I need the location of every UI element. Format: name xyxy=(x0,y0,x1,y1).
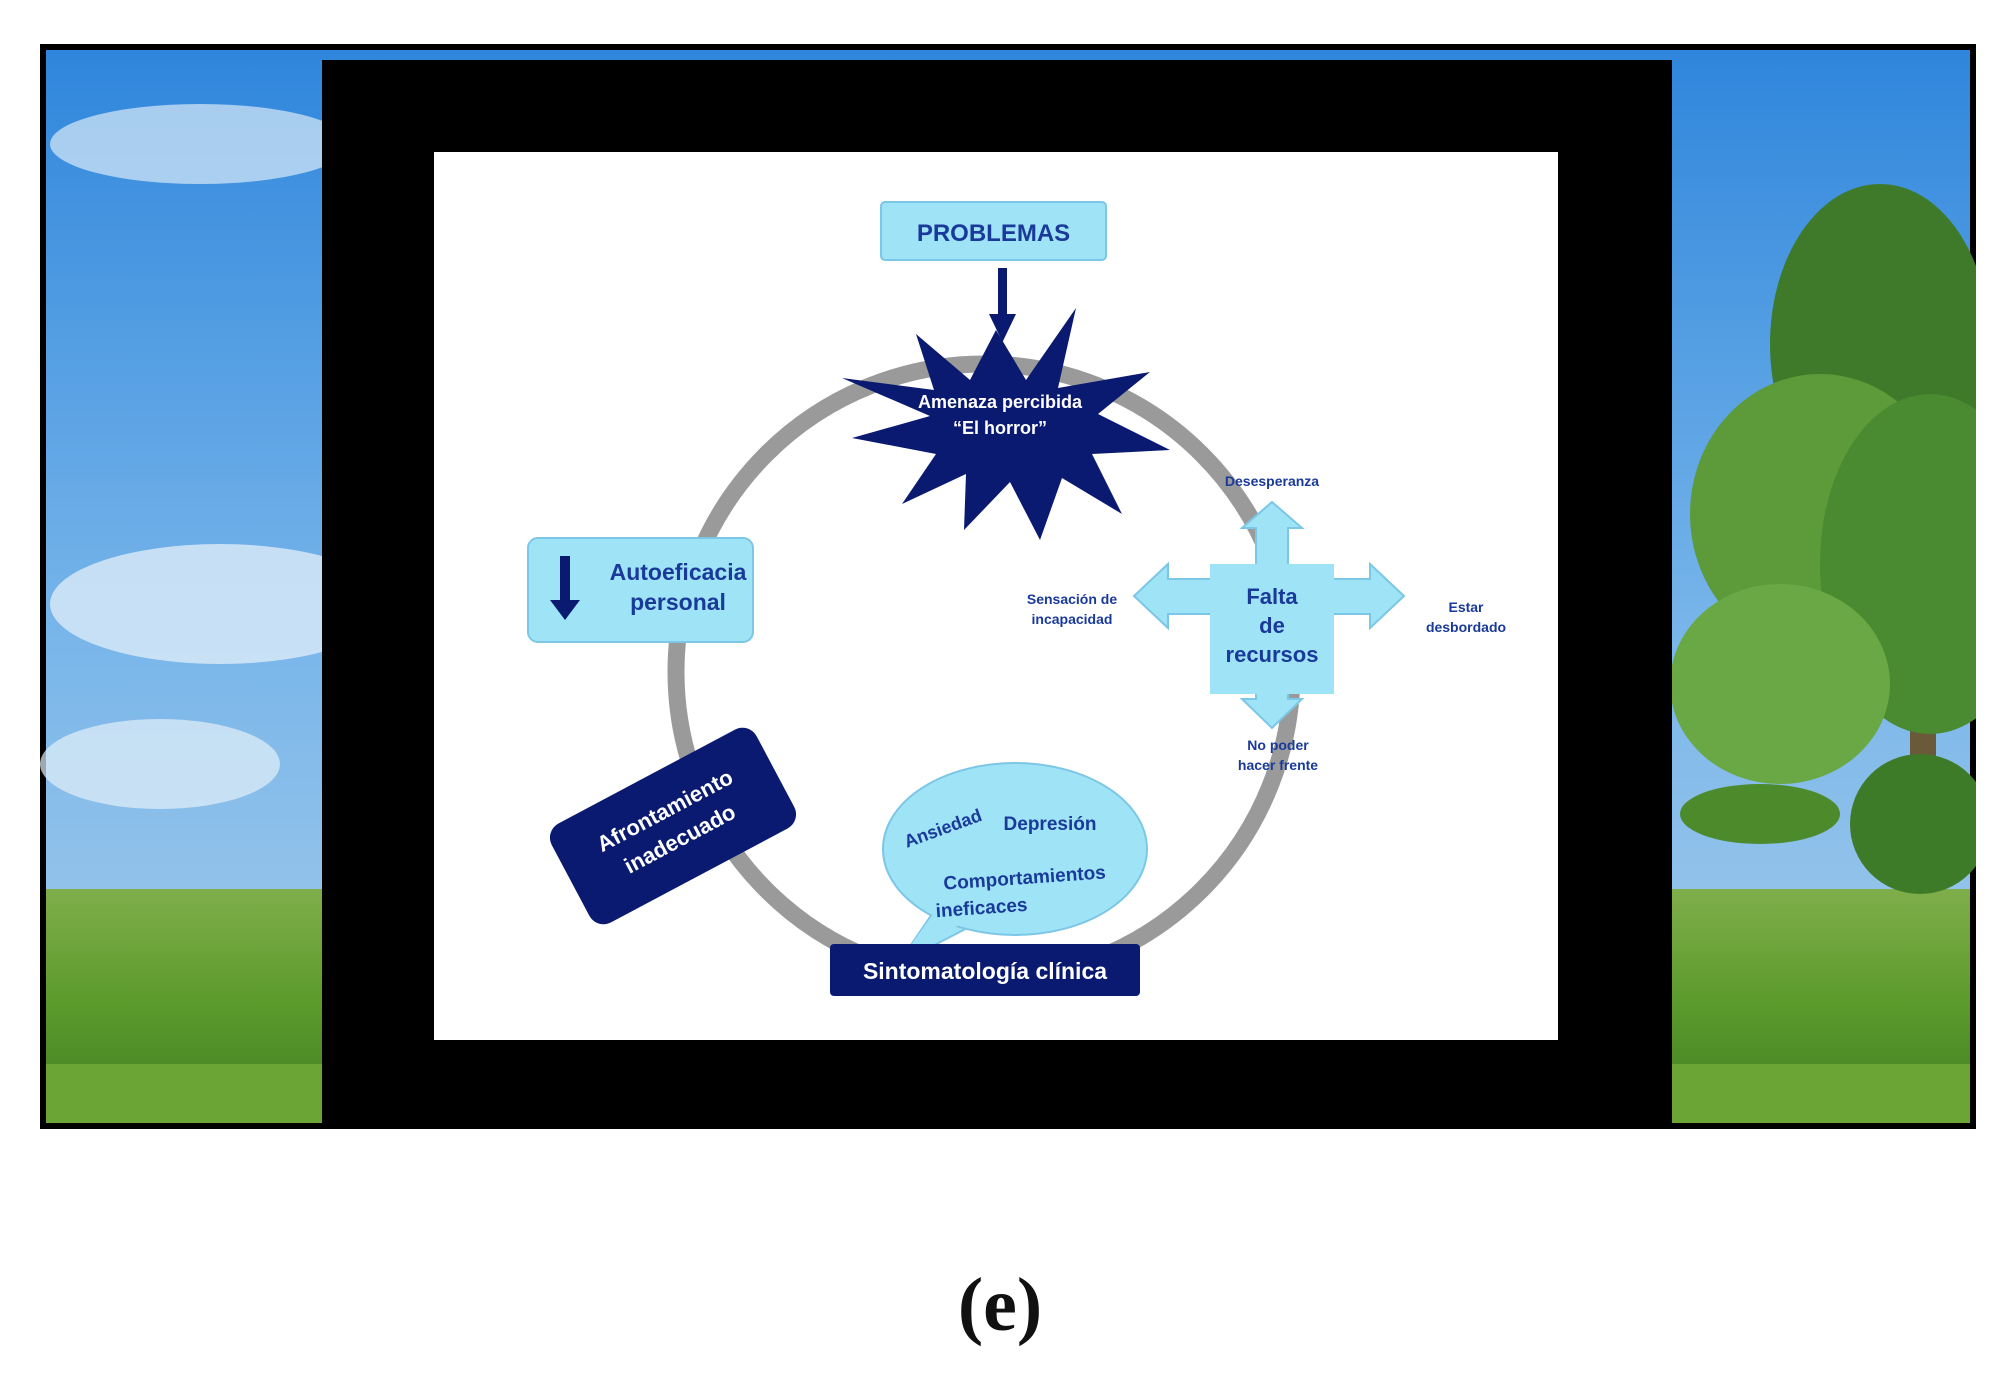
tree-illustration xyxy=(1670,184,1976,894)
label-overwhelmed-line1: Estar xyxy=(1448,599,1484,615)
down-arrow-icon xyxy=(550,556,580,620)
self-efficacy-line2: personal xyxy=(630,589,726,615)
label-incapacity-line2: incapacidad xyxy=(1032,611,1113,627)
bubble-depression: Depresión xyxy=(1004,814,1097,835)
problems-box: PROBLEMAS xyxy=(880,201,1107,261)
resources-line1: Falta xyxy=(1246,584,1298,609)
label-cannot-cope-line1: No poder xyxy=(1247,737,1309,753)
symptoms-label: Sintomatología clínica xyxy=(863,958,1107,984)
label-cannot-cope-line2: hacer frente xyxy=(1238,757,1318,773)
threat-starburst: Amenaza percibida “El horror” xyxy=(842,308,1170,540)
figure-caption: (e) xyxy=(957,1263,1043,1347)
symptoms-bubble: Ansiedad Depresión Comportamientos inefi… xyxy=(882,762,1148,965)
resources-line2: de xyxy=(1259,613,1285,638)
label-overwhelmed-line2: desbordado xyxy=(1426,619,1506,635)
resources-line3: recursos xyxy=(1226,642,1319,667)
threat-line1: Amenaza percibida xyxy=(918,392,1083,412)
symptoms-box: Sintomatología clínica xyxy=(830,944,1140,996)
video-frame: PROBLEMAS Amenaza percibida “El horror” … xyxy=(40,44,1976,1129)
label-incapacity-line1: Sensación de xyxy=(1027,591,1117,607)
resources-cross: Falta de recursos xyxy=(1132,500,1406,730)
down-arrow-icon xyxy=(989,268,1016,342)
self-efficacy-line1: Autoeficacia xyxy=(610,559,747,585)
threat-line2: “El horror” xyxy=(953,418,1047,438)
self-efficacy-box: Autoeficacia personal xyxy=(527,537,754,643)
problems-label: PROBLEMAS xyxy=(917,220,1070,247)
label-hopelessness: Desesperanza xyxy=(1225,473,1319,489)
